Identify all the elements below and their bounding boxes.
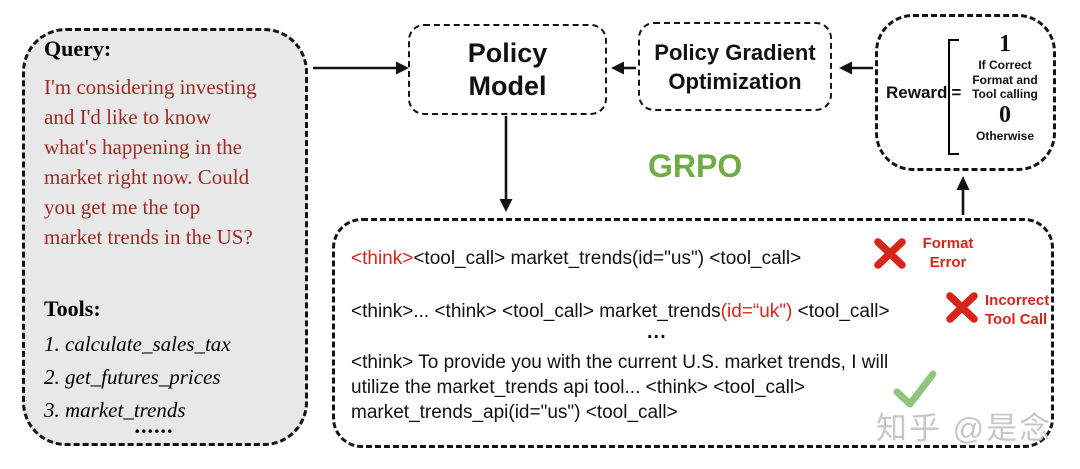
reward-case1-condition: Tool calling	[972, 87, 1038, 101]
tool-item: 2. get_futures_prices	[44, 365, 221, 389]
query-line: what's happening in the	[44, 135, 242, 159]
rollout-2-suffix: <tool_call>	[792, 301, 890, 322]
rollout-samples-box: <think><tool_call> market_trends(id="us"…	[332, 218, 1054, 448]
policy-model-label-line2: Model	[468, 70, 547, 101]
check-mark-icon	[893, 370, 937, 408]
reward-value-zero: 0	[999, 101, 1011, 128]
tools-ellipsis: ......	[134, 413, 174, 438]
tool-item: 3. market_trends	[44, 398, 186, 422]
reward-cases: 1 If Correct Format and Tool calling 0 O…	[958, 31, 1052, 143]
arrow-reward-to-pgo	[839, 61, 873, 75]
tools-list: 1. calculate_sales_tax 2. get_futures_pr…	[44, 328, 294, 427]
policy-model-label-line1: Policy	[467, 37, 548, 68]
pgo-label-line2: Optimization	[668, 68, 802, 94]
policy-model-box: Policy Model	[408, 24, 607, 115]
tool-item: 1. calculate_sales_tax	[44, 332, 231, 356]
grpo-label: GRPO	[648, 148, 743, 184]
query-line: you get me the top	[44, 195, 201, 219]
verdict-format-error: Format Error	[922, 235, 974, 271]
case-bracket	[948, 39, 959, 155]
query-line: market right now. Could	[44, 165, 250, 189]
reward-case1-condition: Format and	[972, 72, 1038, 87]
rollout-2-wrong-arg-red: (id=“uk")	[720, 301, 793, 322]
query-line: and I'd like to know	[44, 105, 212, 129]
arrow-rollouts-to-reward	[956, 176, 970, 215]
rollout-sample-3-line3: market_trends_api(id="us") <tool_call>	[351, 402, 678, 423]
query-title: Query:	[44, 36, 112, 61]
query-line: I'm considering investing	[44, 75, 257, 99]
query-line: market trends in the US?	[44, 225, 253, 249]
policy-gradient-optimization-box: Policy Gradient Optimization	[638, 22, 832, 111]
equals-sign: =	[951, 83, 962, 102]
reward-box: Reward = 1 If Correct Format and Tool ca…	[875, 14, 1056, 171]
x-mark-icon	[946, 292, 978, 323]
rollouts-ellipsis: ...	[647, 321, 667, 343]
arrow-pgo-to-policy-model	[611, 61, 636, 75]
think-tag-red: <think>	[351, 248, 414, 269]
arrow-policy-model-to-rollouts	[499, 116, 513, 212]
query-text: I'm considering investing and I'd like t…	[44, 72, 290, 252]
rollout-sample-2: <think>... <think> <tool_call> market_tr…	[351, 301, 890, 323]
x-mark-icon	[874, 238, 906, 269]
tools-title: Tools:	[44, 296, 101, 321]
reward-label: Reward	[886, 83, 948, 102]
reward-value-one: 1	[999, 31, 1011, 57]
rollout-sample-3-line1: <think> To provide you with the current …	[351, 352, 889, 373]
watermark: 知乎 @是念	[876, 411, 1053, 446]
rollout-sample-1: <think><tool_call> market_trends(id="us"…	[351, 248, 801, 270]
reward-case1-condition: If Correct	[978, 58, 1032, 72]
verdict-incorrect-tool-call: Incorrect Tool Call	[985, 292, 1050, 328]
rollout-1-text: <tool_call> market_trends(id="us") <tool…	[413, 248, 802, 269]
pgo-label-line1: Policy Gradient	[654, 39, 816, 65]
arrow-query-to-policy-model	[313, 61, 409, 75]
query-tools-box	[22, 28, 308, 446]
reward-case2-condition: Otherwise	[975, 128, 1035, 143]
reward-equation-label: Reward =	[886, 83, 961, 103]
rollout-sample-3-line2: utilize the market_trends api tool... <t…	[351, 377, 806, 398]
rollout-2-prefix: <think>... <think> <tool_call> market_tr…	[351, 301, 721, 322]
